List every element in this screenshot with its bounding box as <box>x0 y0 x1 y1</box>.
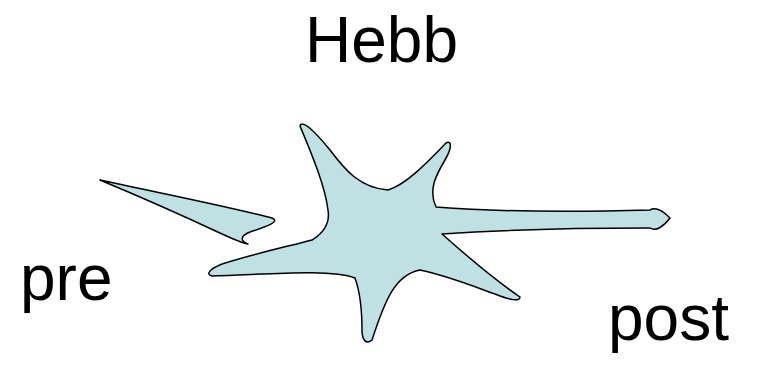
neuron-label: pre <box>20 246 113 310</box>
presynaptic-axon <box>100 180 275 244</box>
neuron-body <box>209 124 670 342</box>
diagram-title: Hebb <box>305 8 458 72</box>
neuron-label: post <box>608 286 729 350</box>
